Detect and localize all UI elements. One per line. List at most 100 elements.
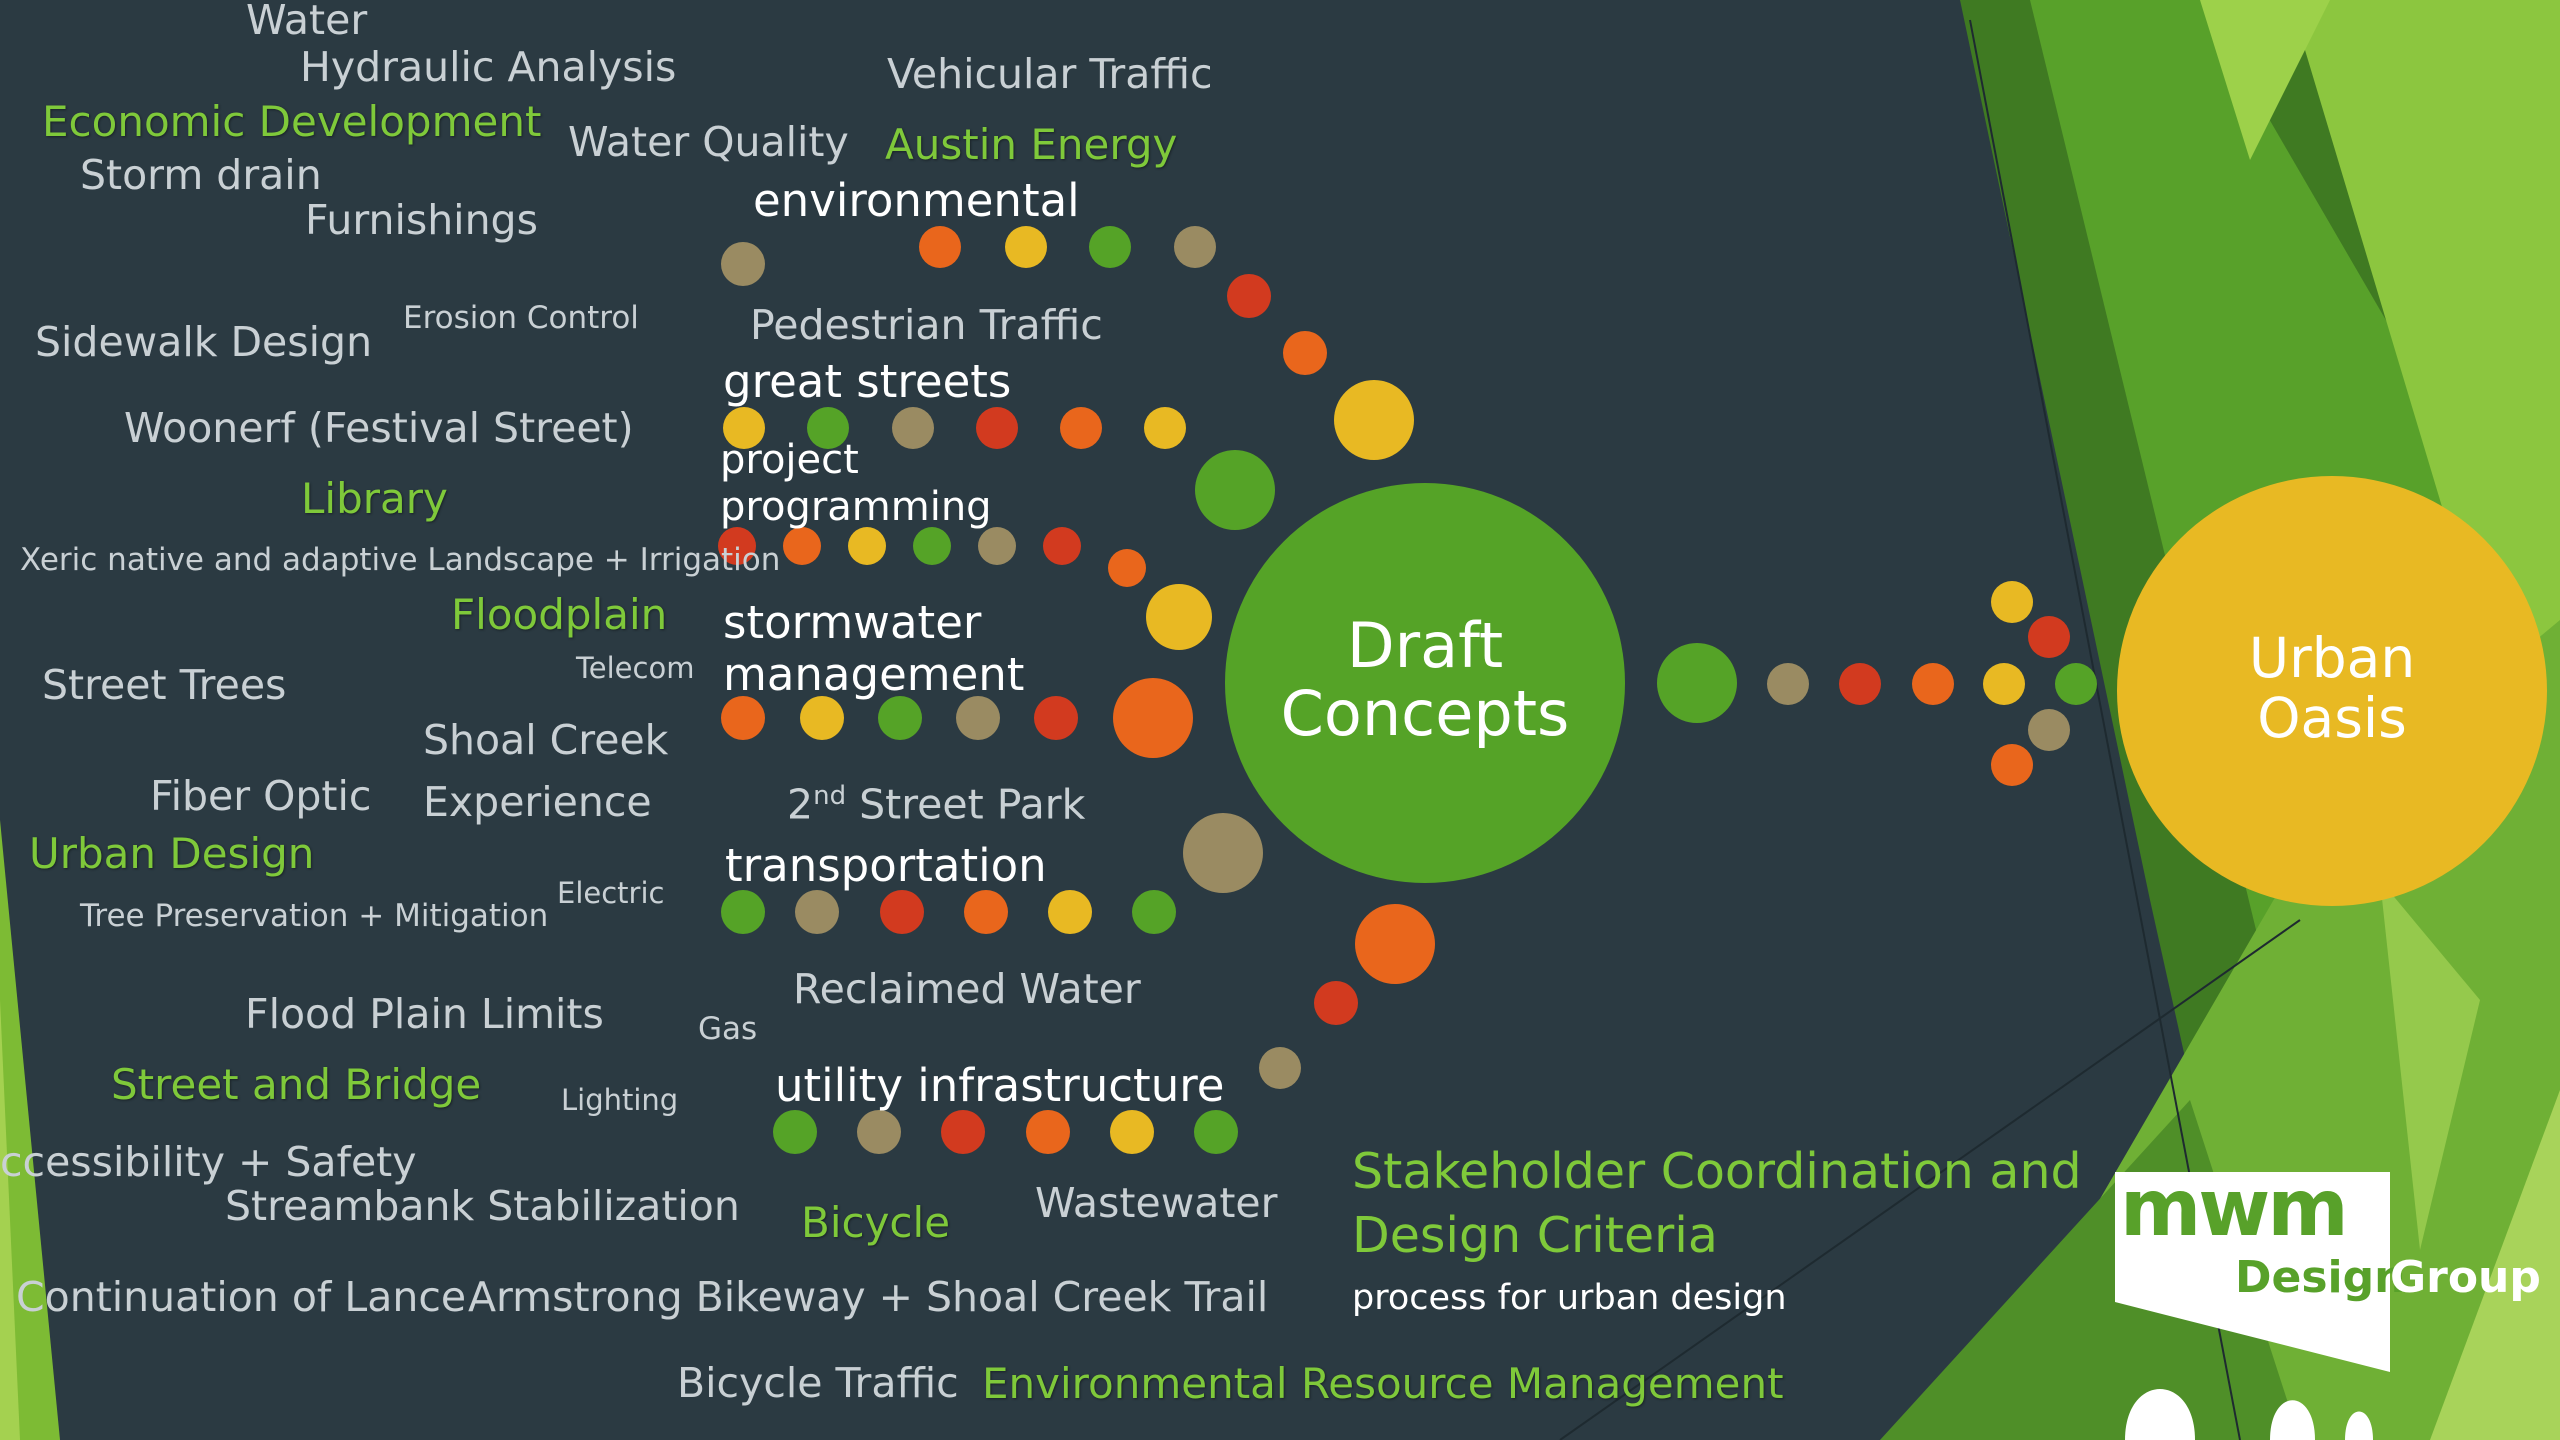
flow-dot-25 [878,696,922,740]
topic-electric: Electric [557,876,665,910]
topic-fiber-optic: Fiber Optic [150,772,372,820]
draft-concepts-title: Draft Concepts [1225,612,1625,748]
flow-dot-0 [721,242,765,286]
mwm-logo: mwm Design Group [2115,1164,2541,1440]
bg-facet-4 [2200,0,2330,160]
draft-concepts-circle [1225,483,1625,883]
flow-dot-48 [1912,663,1954,705]
topic-environmental-resource-management: Environmental Resource Management [982,1359,1784,1408]
flow-dot-45 [1657,643,1737,723]
flow-dot-35 [1132,890,1176,934]
category-project-programming-line2: programming [720,484,992,530]
flow-dot-39 [773,1110,817,1154]
flow-dot-4 [1174,226,1216,268]
topic-bicycle-traffic: Bicycle Traffic [677,1359,959,1407]
flow-dot-22 [1146,584,1212,650]
flow-dot-21 [1108,549,1146,587]
second-street-suffix: nd [813,781,847,811]
category-great-streets: great streets [723,355,1012,408]
bg-facet-8 [2380,880,2480,1250]
topic-austin-energy: Austin Energy [885,120,1178,169]
topic-armstrong-bikeway: Armstrong Bikeway + Shoal Creek Trail [468,1273,1269,1321]
flow-dot-30 [721,890,765,934]
topic-flood-plain-limits: Flood Plain Limits [245,990,604,1038]
urban-oasis-line1: Urban [2248,626,2416,690]
flow-dot-38 [1259,1047,1301,1089]
flow-dot-24 [800,696,844,740]
urban-oasis-title: Urban Oasis [2117,628,2547,748]
flow-dot-9 [807,407,849,449]
category-transportation: transportation [725,839,1047,892]
bg-thin-line-2 [1559,919,2301,1440]
bg-facet-left-1 [0,820,60,1440]
topic-library: Library [301,474,448,523]
caption-title: Stakeholder Coordination and Design Crit… [1352,1140,2082,1268]
category-project-programming-line1: project [720,437,859,483]
logo-mark: mwm [2120,1164,2349,1254]
flow-dot-42 [1026,1110,1070,1154]
category-utility-infrastructure: utility infrastructure [775,1059,1225,1112]
flow-dot-26 [956,696,1000,740]
logo-group-word: Group [2390,1252,2541,1303]
flow-dot-47 [1839,663,1881,705]
bg-facet-left-2 [0,1000,20,1440]
flow-dot-15 [718,527,756,565]
logo-shape [2115,1172,2390,1440]
flow-dot-7 [1334,380,1414,460]
flow-dot-44 [1194,1110,1238,1154]
draft-concepts-line2: Concepts [1280,677,1570,750]
topic-water: Water [246,0,368,44]
topic-second-street-park: 2nd Street Park [787,783,1085,826]
topic-erosion-control: Erosion Control [403,300,639,336]
urban-oasis-circle [2117,476,2547,906]
topic-telecom: Telecom [576,651,695,685]
topic-storm-drain: Storm drain [80,151,322,199]
topic-xeric-landscape: Xeric native and adaptive Landscape + Ir… [20,542,781,578]
flow-dot-34 [1048,890,1092,934]
flow-dot-40 [857,1110,901,1154]
flow-dot-28 [1113,678,1193,758]
topic-floodplain: Floodplain [451,590,668,639]
topic-street-and-bridge: Street and Bridge [111,1060,482,1109]
logo-design-word: Design [2235,1252,2406,1303]
flow-dot-10 [892,407,934,449]
flow-dot-46 [1767,663,1809,705]
topic-gas: Gas [698,1011,758,1047]
flow-dot-41 [941,1110,985,1154]
topic-water-quality: Water Quality [568,118,849,166]
flow-dot-17 [848,527,886,565]
flow-dot-33 [964,890,1008,934]
flow-dot-37 [1314,981,1358,1025]
flow-dot-50 [2055,663,2097,705]
flow-dot-12 [1060,407,1102,449]
topic-wastewater: Wastewater [1035,1179,1278,1227]
flow-dot-49 [1983,663,2025,705]
flow-dot-11 [976,407,1018,449]
flow-dot-20 [1043,527,1081,565]
flow-dot-53 [2028,709,2070,751]
flow-dot-19 [978,527,1016,565]
topic-streambank-stabilization: Streambank Stabilization [225,1182,740,1230]
topic-shoal-creek: Shoal Creek [423,716,669,764]
bg-facet-7 [2430,1090,2560,1440]
topic-vehicular-traffic: Vehicular Traffic [887,50,1213,98]
second-street-rest: Street Park [846,780,1086,829]
topic-sidewalk-design: Sidewalk Design [35,318,373,366]
dot-layer [718,226,2097,1154]
flow-dot-29 [1183,813,1263,893]
category-stormwater-line2: management [723,648,1025,701]
flow-dot-2 [1005,226,1047,268]
flow-dot-36 [1355,904,1435,984]
topic-economic-development: Economic Development [42,97,542,146]
flow-dot-5 [1227,274,1271,318]
flow-dot-51 [1991,581,2033,623]
caption-title-line2: Design Criteria [1352,1207,1718,1264]
topic-street-trees: Street Trees [42,661,287,709]
flow-dot-43 [1110,1110,1154,1154]
flow-dot-52 [2028,616,2070,658]
topic-woonerf: Woonerf (Festival Street) [124,404,634,452]
category-stormwater-line1: stormwater [723,596,982,649]
topic-lighting: Lighting [561,1083,679,1117]
topic-continuation-of-lance: Continuation of Lance [16,1273,467,1321]
